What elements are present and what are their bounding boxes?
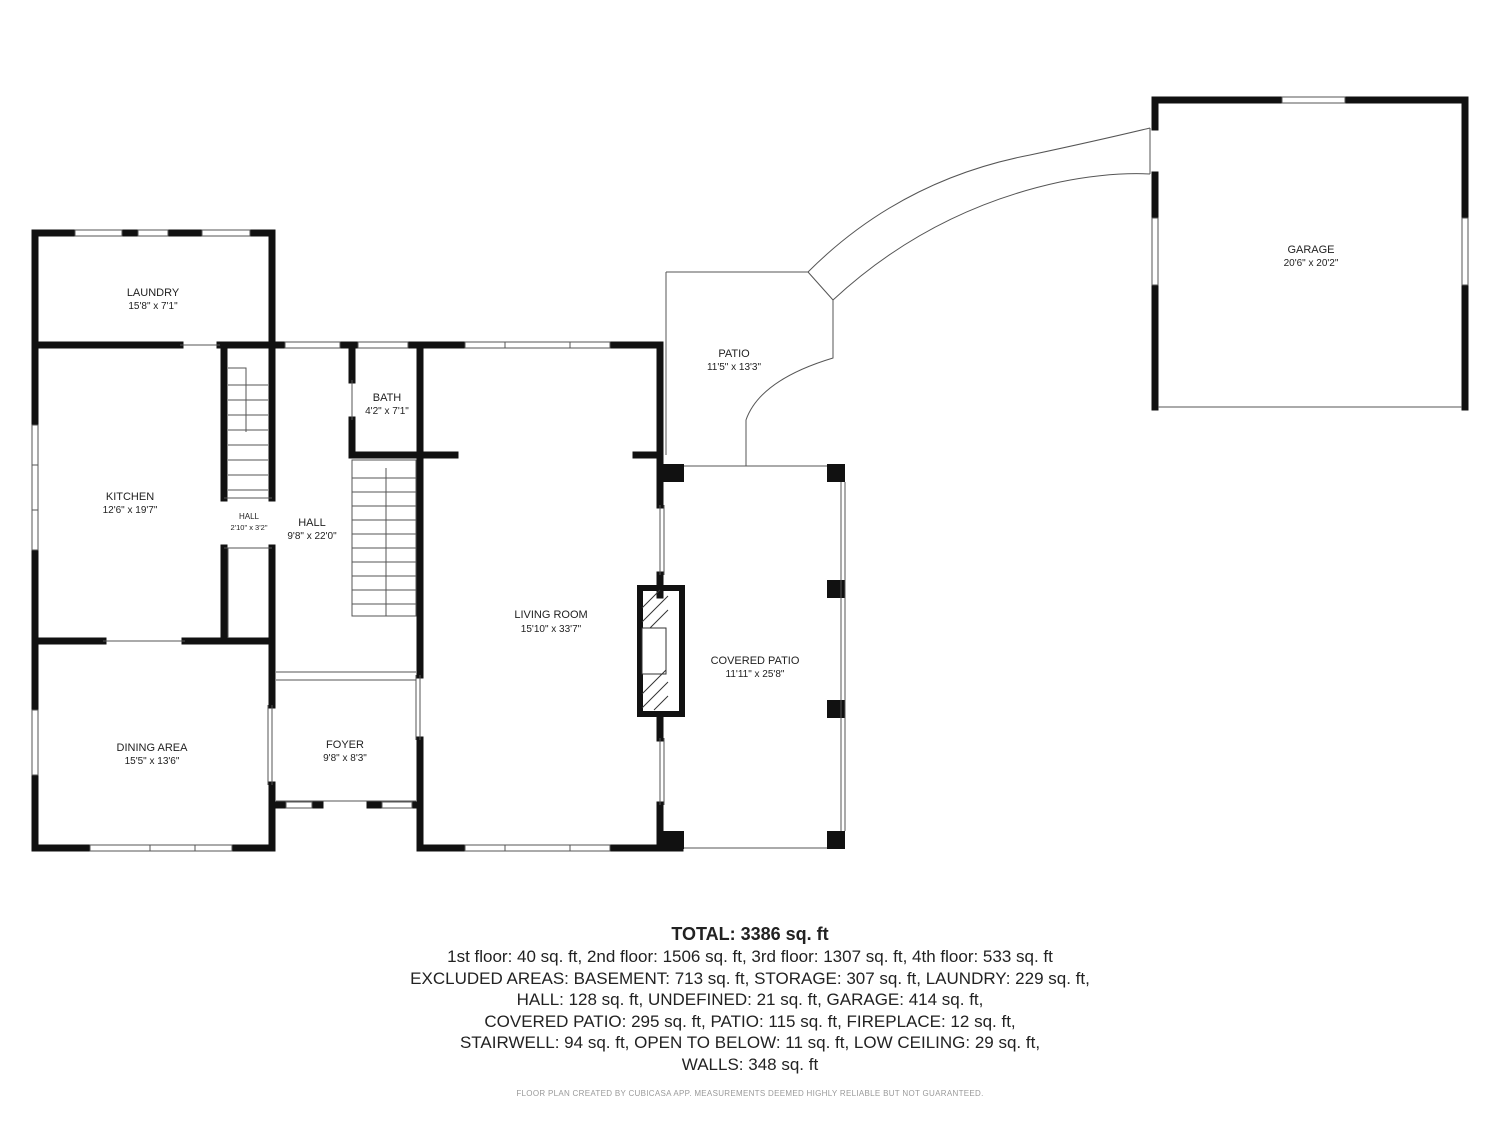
kitchen-name: KITCHEN: [106, 491, 154, 503]
kitchen-dim: 12'6" x 19'7": [103, 505, 158, 516]
windows: [31, 96, 1469, 852]
thin-lines: [103, 127, 1462, 849]
dining-area-dim: 15'5" x 13'6": [125, 756, 180, 767]
hall-small-name: HALL: [239, 512, 260, 521]
room-labels: LAUNDRY 15'8" x 7'1" KITCHEN 12'6" x 19'…: [103, 244, 1339, 767]
bath-dim: 4'2" x 7'1": [365, 406, 409, 417]
summary-line: HALL: 128 sq. ft, UNDEFINED: 21 sq. ft, …: [516, 990, 984, 1009]
covered-patio-dim: 11'11" x 25'8": [726, 669, 785, 680]
summary-line: COVERED PATIO: 295 sq. ft, PATIO: 115 sq…: [484, 1011, 1016, 1031]
hall-name: HALL: [298, 517, 326, 529]
laundry-name: LAUNDRY: [127, 287, 180, 299]
summary-line: STAIRWELL: 94 sq. ft, OPEN TO BELOW: 11 …: [459, 1033, 1041, 1052]
patio-name: PATIO: [718, 348, 750, 360]
patio-dim: 11'5" x 13'3": [707, 362, 762, 373]
garage-dim: 20'6" x 20'2": [1284, 258, 1339, 269]
area-summary: TOTAL: 3386 sq. ft 1st floor: 40 sq. ft,…: [0, 922, 1500, 1075]
summary-line: WALLS: 348 sq. ft: [681, 1054, 819, 1074]
bath-name: BATH: [373, 392, 402, 404]
walls: [31, 96, 1469, 852]
total-area: TOTAL: 3386 sq. ft: [671, 924, 829, 944]
living-room-dim: 15'10" x 33'7": [521, 624, 582, 635]
disclaimer-footer: FLOOR PLAN CREATED BY CUBICASA APP. MEAS…: [516, 1089, 984, 1098]
laundry-dim: 15'8" x 7'1": [128, 301, 178, 312]
hall-dim: 9'8" x 22'0": [287, 531, 337, 542]
summary-line: 1st floor: 40 sq. ft, 2nd floor: 1506 sq…: [447, 947, 1053, 966]
foyer-dim: 9'8" x 8'3": [323, 753, 367, 764]
dining-area-name: DINING AREA: [117, 742, 189, 754]
living-room-name: LIVING ROOM: [514, 609, 587, 621]
hall-small-dim: 2'10" x 3'2": [231, 523, 268, 532]
covered-patio-name: COVERED PATIO: [711, 655, 800, 667]
foyer-name: FOYER: [326, 739, 364, 751]
garage-name: GARAGE: [1287, 244, 1334, 256]
fireplace: [637, 585, 685, 717]
summary-line: EXCLUDED AREAS: BASEMENT: 713 sq. ft, ST…: [410, 968, 1090, 988]
floor-plan: LAUNDRY 15'8" x 7'1" KITCHEN 12'6" x 19'…: [31, 96, 1469, 852]
